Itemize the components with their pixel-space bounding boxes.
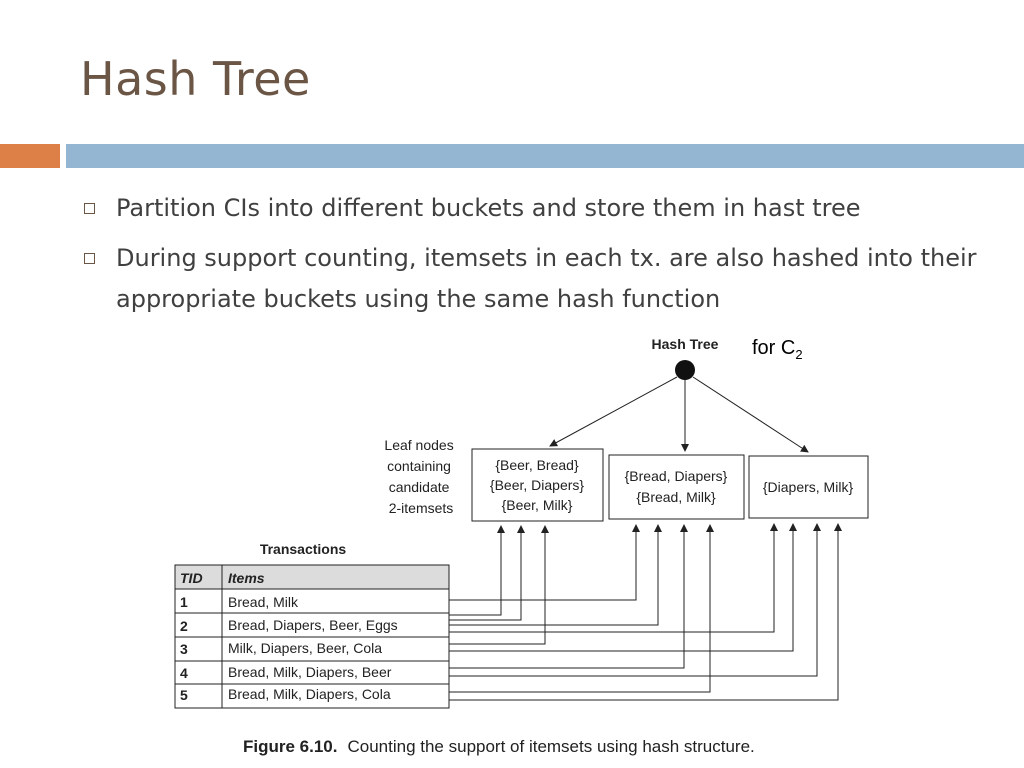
bucket-1-itemset: {Beer, Milk} bbox=[502, 497, 573, 513]
bucket-1-itemset: {Beer, Bread} bbox=[495, 457, 579, 473]
connector-row3 bbox=[449, 525, 549, 645]
connector-row1 bbox=[449, 524, 640, 601]
figure-caption-text: Counting the support of itemsets using h… bbox=[347, 737, 754, 756]
bullet-list: Partition CIs into different buckets and… bbox=[82, 188, 982, 329]
bucket-3 bbox=[748, 455, 869, 519]
for-label-subscript: 2 bbox=[795, 347, 802, 362]
bucket-1 bbox=[471, 448, 604, 522]
connector-row2 bbox=[449, 524, 662, 626]
bullet-item: During support counting, itemsets in eac… bbox=[82, 238, 982, 320]
slide-title: Hash Tree bbox=[80, 52, 311, 106]
bullet-item: Partition CIs into different buckets and… bbox=[82, 188, 982, 229]
figure-caption-number: Figure 6.10. bbox=[243, 737, 337, 756]
leaf-label-line: Leaf nodes bbox=[384, 437, 453, 453]
connector-row4 bbox=[449, 524, 688, 669]
table-cell-items: Bread, Milk, Diapers, Cola bbox=[228, 686, 391, 702]
for-label-text: for C bbox=[752, 337, 795, 359]
table-cell-items: Milk, Diapers, Beer, Cola bbox=[228, 640, 382, 656]
leaf-nodes-label: Leaf nodes containing candidate 2-itemse… bbox=[384, 437, 457, 516]
transactions-label: Transactions bbox=[260, 541, 347, 557]
connector-row3 bbox=[449, 523, 797, 652]
connector-row2 bbox=[449, 525, 505, 616]
table-cell-tid: 5 bbox=[180, 687, 188, 703]
table-cell-tid: 2 bbox=[180, 618, 188, 634]
square-bullet-icon bbox=[84, 253, 95, 264]
figure-caption: Figure 6.10. Counting the support of item… bbox=[243, 737, 755, 756]
leaf-label-line: containing bbox=[387, 458, 451, 474]
table-cell-tid: 1 bbox=[180, 594, 188, 610]
table-header-bg bbox=[175, 565, 449, 589]
for-c2-label: for C2 bbox=[752, 337, 803, 362]
table-header-items: Items bbox=[228, 570, 265, 586]
bucket-1-itemset: {Beer, Diapers} bbox=[490, 477, 584, 493]
table-cell-tid: 4 bbox=[180, 665, 188, 681]
connector-row2 bbox=[449, 525, 525, 621]
connector-row5 bbox=[449, 523, 842, 701]
bucket-2-itemset: {Bread, Milk} bbox=[636, 489, 716, 505]
bullet-text: During support counting, itemsets in eac… bbox=[116, 244, 977, 313]
bucket-3-itemset: {Diapers, Milk} bbox=[763, 479, 854, 495]
root-edge-right bbox=[692, 376, 809, 453]
accent-bar-blue bbox=[66, 144, 1024, 168]
table-cell-items: Bread, Milk, Diapers, Beer bbox=[228, 664, 392, 680]
bucket-2 bbox=[608, 454, 745, 520]
connector-row2 bbox=[449, 523, 778, 633]
bucket-2-itemset: {Bread, Diapers} bbox=[625, 468, 728, 484]
table-header-tid: TID bbox=[180, 570, 203, 586]
leaf-label-line: 2-itemsets bbox=[389, 500, 454, 516]
table-cell-items: Bread, Diapers, Beer, Eggs bbox=[228, 617, 398, 633]
table-cell-tid: 3 bbox=[180, 641, 188, 657]
table-cell-items: Bread, Milk bbox=[228, 594, 299, 610]
hash-tree-label: Hash Tree bbox=[652, 336, 719, 352]
bullet-text: Partition CIs into different buckets and… bbox=[116, 194, 861, 222]
square-bullet-icon bbox=[84, 203, 95, 214]
connector-row4 bbox=[449, 523, 821, 677]
root-edge-left bbox=[549, 376, 678, 447]
leaf-label-line: candidate bbox=[389, 479, 450, 495]
accent-bar-orange bbox=[0, 144, 60, 168]
connector-row5 bbox=[449, 524, 714, 693]
root-node bbox=[675, 360, 695, 380]
